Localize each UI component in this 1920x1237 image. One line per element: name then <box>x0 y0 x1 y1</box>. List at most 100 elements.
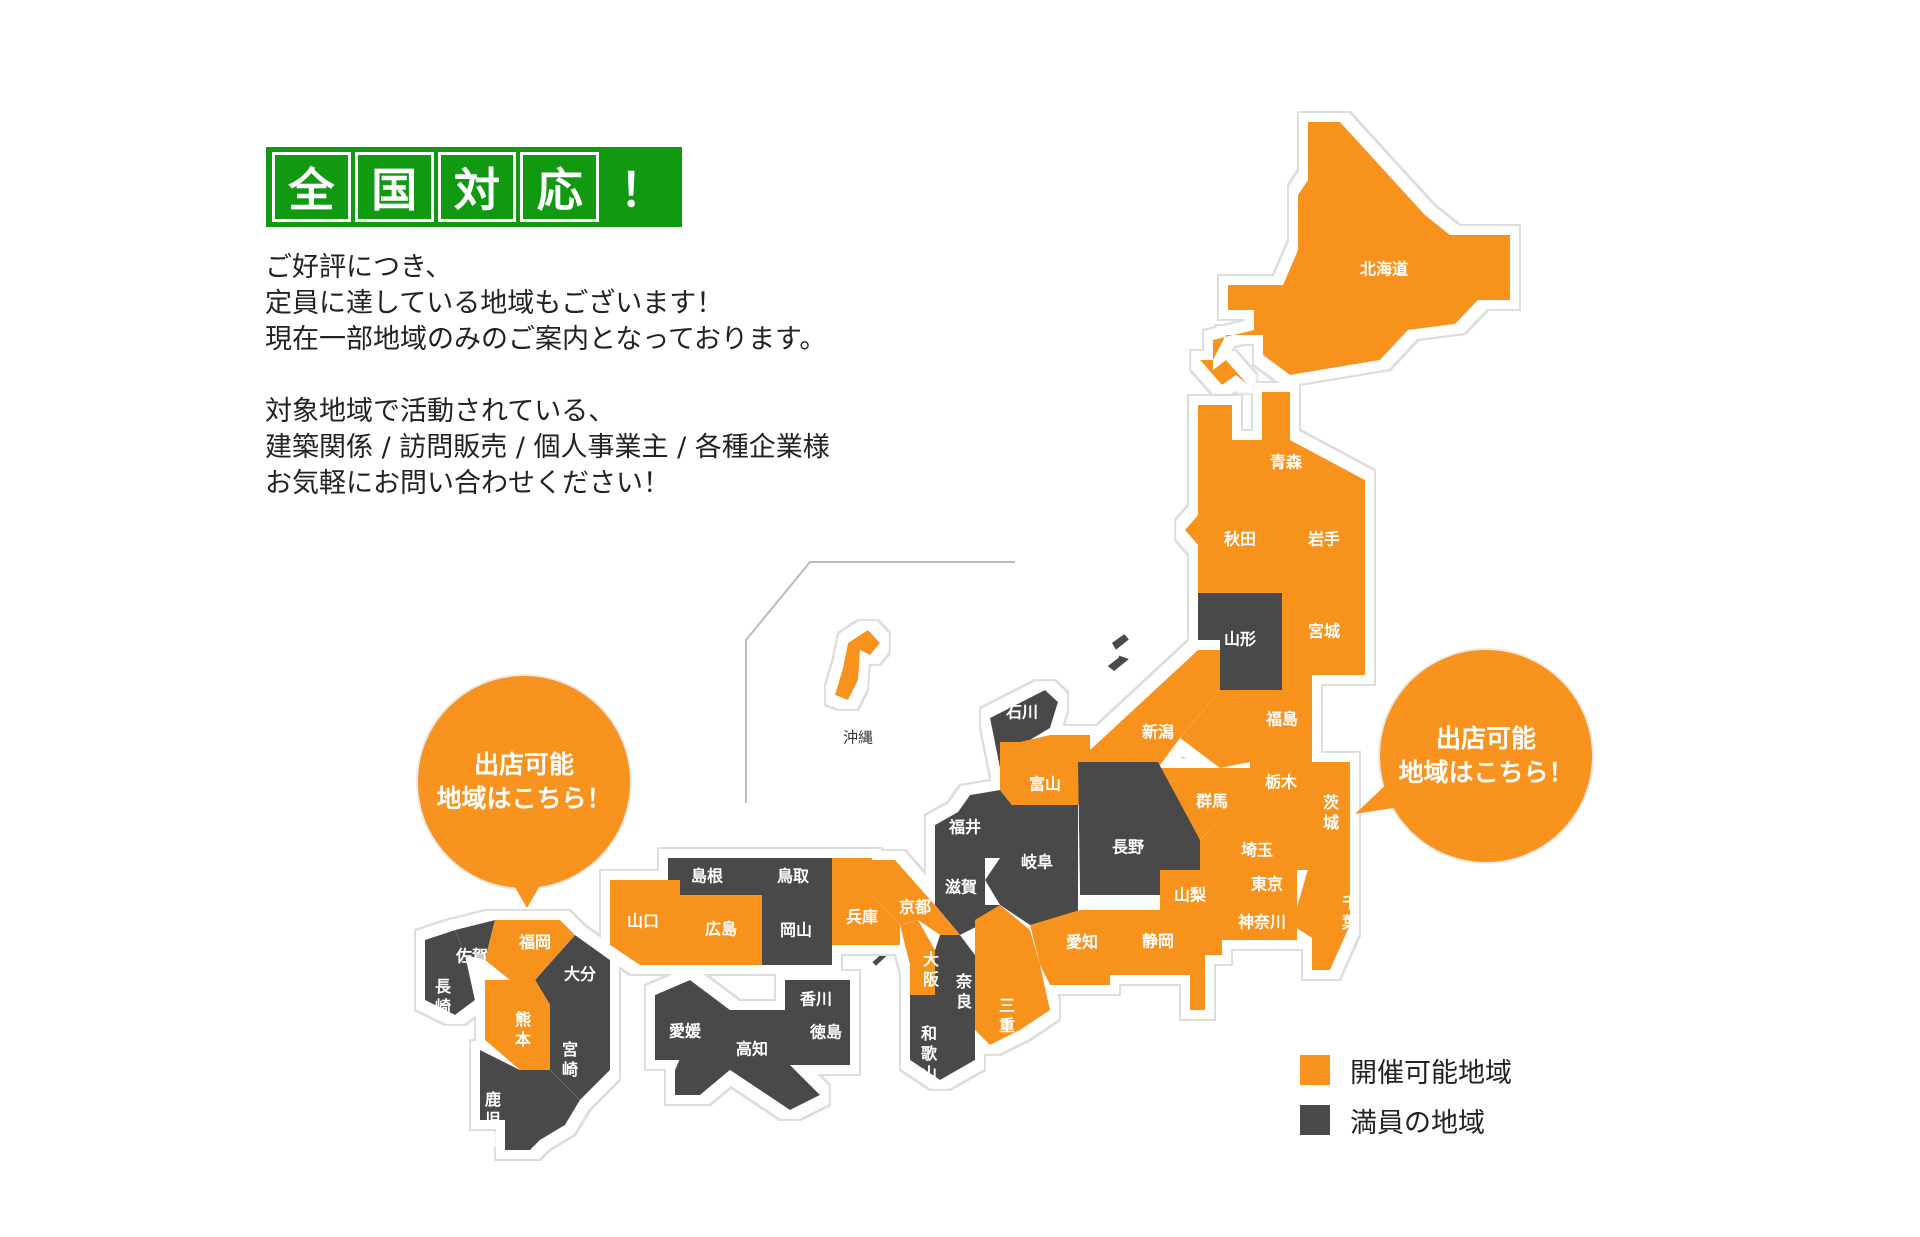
pref-label-yamaguchi: 山口 <box>627 912 659 931</box>
bubble-line2: 地域はこちら！ <box>1398 758 1574 787</box>
pref-hokkaido[interactable] <box>1200 122 1510 385</box>
pref-label-okayama: 岡山 <box>780 921 812 940</box>
pref-hyogo[interactable] <box>832 858 900 945</box>
pref-label-fukui: 福井 <box>948 818 981 837</box>
pref-label-tokyo: 東京 <box>1251 875 1283 894</box>
pref-niigata[interactable] <box>1090 650 1220 768</box>
pref-hiroshima[interactable] <box>680 895 762 965</box>
pref-toyama[interactable] <box>1000 735 1090 805</box>
pref-yamagata[interactable] <box>1198 593 1282 690</box>
pref-label-ibaraki: 茨城 <box>1323 793 1339 832</box>
title-char: 全 <box>272 152 351 222</box>
pref-wakayama[interactable] <box>910 995 975 1080</box>
pref-label-chiba: 千葉 <box>1341 893 1359 932</box>
pref-label-oita: 大分 <box>564 965 596 984</box>
intro-line: お気軽にお問い合わせください！ <box>265 468 670 499</box>
intro-line: 現在一部地域のみのご案内となっております。 <box>265 324 827 355</box>
callout-bubble-right[interactable]: 出店可能 地域はこちら！ <box>1380 650 1592 862</box>
pref-label-mie: 三重 <box>999 996 1015 1035</box>
intro-line: 建築関係 / 訪問販売 / 個人事業主 / 各種企業様 <box>265 432 830 463</box>
pref-label-saitama: 埼玉 <box>1241 841 1273 860</box>
pref-label-fukuoka: 福岡 <box>518 933 551 952</box>
bubble-tail-left <box>512 882 542 908</box>
pref-gifu[interactable] <box>985 805 1078 925</box>
pref-chiba[interactable] <box>1292 855 1350 970</box>
pref-mie[interactable] <box>975 905 1050 1045</box>
pref-label-aomori: 青森 <box>1270 453 1303 472</box>
pref-label-osaka: 大阪 <box>923 950 940 989</box>
pref-label-kagawa: 香川 <box>799 990 832 1009</box>
pref-label-okinawa: 沖縄 <box>843 729 873 747</box>
pref-nagano[interactable] <box>1078 762 1200 895</box>
pref-okayama[interactable] <box>762 895 832 965</box>
title-char: ！ <box>619 163 666 217</box>
pref-label-nagano: 長野 <box>1112 838 1144 857</box>
pref-label-ishikawa: 石川 <box>1005 703 1038 722</box>
pref-tokyo[interactable] <box>1222 870 1297 895</box>
pref-label-shizuoka: 静岡 <box>1142 932 1174 951</box>
pref-label-hiroshima: 広島 <box>705 920 737 939</box>
legend-full-swatch <box>1300 1105 1330 1135</box>
pref-label-hokkaido: 北海道 <box>1360 260 1408 279</box>
pref-nara[interactable] <box>935 935 975 1010</box>
awaji-island <box>865 944 895 973</box>
pref-label-tottori: 鳥取 <box>777 867 809 886</box>
pref-aomori[interactable] <box>1198 392 1365 482</box>
pref-label-iwate: 岩手 <box>1307 530 1340 549</box>
pref-yamaguchi[interactable] <box>610 880 680 965</box>
pref-label-akita: 秋田 <box>1224 530 1256 549</box>
pref-fukuoka[interactable] <box>485 920 575 980</box>
intro-line: 対象地域で活動されている、 <box>265 396 616 427</box>
pref-okinawa[interactable] <box>835 630 880 700</box>
okinawa-inset-frame <box>745 561 1015 803</box>
pref-saga[interactable] <box>455 920 495 960</box>
pref-kanagawa[interactable] <box>1222 895 1297 940</box>
pref-shimane[interactable] <box>668 858 755 895</box>
pref-label-shimane: 島根 <box>691 867 723 886</box>
pref-yamanashi[interactable] <box>1160 870 1222 925</box>
pref-kochi[interactable] <box>675 1035 820 1110</box>
pref-akita[interactable] <box>1185 480 1282 593</box>
pref-label-wakayama: 和歌山 <box>921 1024 938 1083</box>
pref-label-kanagawa: 神奈川 <box>1238 913 1286 932</box>
pref-kumamoto[interactable] <box>485 980 550 1070</box>
pref-oita[interactable] <box>535 935 610 1005</box>
legend-full-label: 満員の地域 <box>1350 1107 1485 1139</box>
pref-aichi[interactable] <box>1030 910 1110 985</box>
pref-shizuoka[interactable] <box>1110 910 1222 1010</box>
legend-full: 満員の地域 <box>1300 1095 1512 1145</box>
pref-label-yamanashi: 山梨 <box>1174 886 1207 905</box>
pref-label-miyagi: 宮城 <box>1308 622 1340 641</box>
pref-tottori[interactable] <box>755 858 832 895</box>
pref-ibaraki[interactable] <box>1312 762 1350 855</box>
pref-tochigi[interactable] <box>1250 748 1312 830</box>
pref-tokushima[interactable] <box>790 1010 850 1065</box>
title-char: 国 <box>354 152 434 222</box>
pref-label-kumamoto: 熊本 <box>515 1010 531 1049</box>
intro-line: 定員に達している地域もございます！ <box>265 288 724 319</box>
pref-label-niigata: 新潟 <box>1142 723 1174 742</box>
pref-saitama[interactable] <box>1200 830 1312 870</box>
pref-kagawa[interactable] <box>785 980 850 1010</box>
bubble-line1: 出店可能 <box>1435 724 1536 753</box>
pref-label-ehime: 愛媛 <box>669 1022 702 1041</box>
pref-label-saga: 佐賀 <box>455 947 488 966</box>
pref-label-fukushima: 福島 <box>1265 710 1298 729</box>
pref-fukui[interactable] <box>935 790 1012 858</box>
pref-label-tochigi: 栃木 <box>1265 773 1298 792</box>
pref-iwate[interactable] <box>1282 480 1365 590</box>
pref-nagasaki[interactable] <box>425 930 475 1015</box>
pref-label-kyoto: 京都 <box>899 898 931 917</box>
pref-miyagi[interactable] <box>1282 590 1365 675</box>
pref-kyoto[interactable] <box>872 860 960 935</box>
page-title: 全 国 対 応 ！ <box>266 147 682 227</box>
callout-bubble-left[interactable]: 出店可能 地域はこちら！ <box>418 676 630 888</box>
pref-labels: 北海道青森秋田岩手山形宮城新潟福島石川富山群馬栃木茨城福井岐阜長野埼玉千葉東京山… <box>435 260 1408 1149</box>
pref-kagoshima[interactable] <box>480 1050 580 1150</box>
pref-fukushima[interactable] <box>1180 675 1312 768</box>
pref-miyazaki[interactable] <box>550 1005 610 1100</box>
legend-available-swatch <box>1300 1055 1330 1085</box>
pref-osaka[interactable] <box>900 920 935 995</box>
pref-label-gifu: 岐阜 <box>1021 853 1053 872</box>
